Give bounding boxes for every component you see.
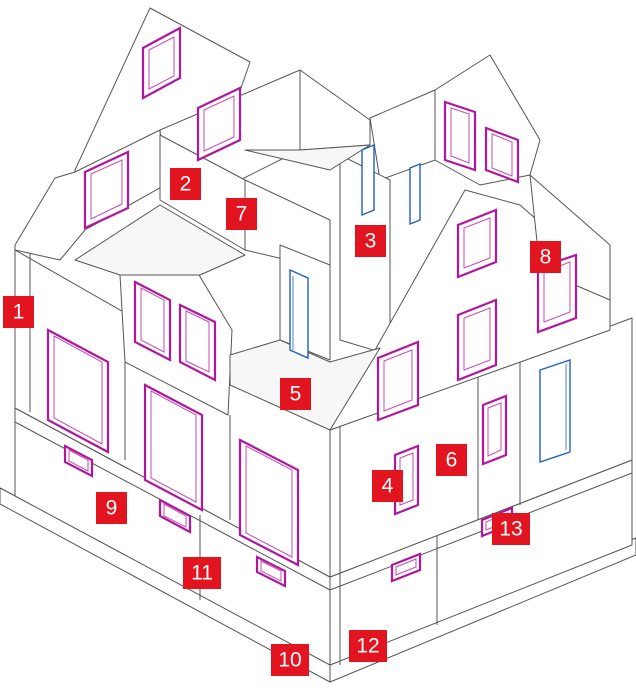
- label-6-text: 6: [446, 449, 458, 472]
- label-4-text: 4: [382, 475, 394, 498]
- door-icon: [361, 143, 375, 217]
- label-5: 5: [280, 378, 311, 410]
- window-icon: [456, 208, 498, 279]
- label-4: 4: [372, 470, 403, 502]
- window-icon: [46, 328, 110, 454]
- label-1: 1: [3, 296, 34, 328]
- label-11-text: 11: [191, 562, 213, 585]
- label-3: 3: [355, 225, 386, 257]
- window-icon: [390, 552, 422, 583]
- window-icon: [83, 150, 130, 230]
- window-icon: [536, 253, 578, 334]
- label-9-text: 9: [106, 497, 118, 520]
- window-icon: [255, 555, 287, 588]
- label-2: 2: [170, 168, 201, 200]
- label-9: 9: [96, 492, 127, 524]
- label-3-text: 3: [365, 230, 377, 253]
- window-icon: [141, 26, 182, 100]
- label-2-text: 2: [180, 173, 192, 196]
- window-icon: [238, 438, 300, 567]
- label-10: 10: [271, 644, 309, 676]
- window-icon: [456, 298, 498, 382]
- window-icon: [481, 394, 508, 466]
- doors: [289, 143, 571, 463]
- window-icon: [196, 86, 242, 162]
- part-labels: 1 2 3 4 5 6 7 8: [3, 168, 561, 676]
- window-icon: [178, 303, 217, 382]
- label-13-text: 13: [499, 518, 522, 541]
- label-12-text: 12: [356, 635, 379, 658]
- label-6: 6: [436, 444, 467, 476]
- window-icon: [143, 383, 204, 512]
- ground-floor: [14, 407, 633, 666]
- label-5-text: 5: [290, 383, 302, 406]
- door-icon: [289, 268, 309, 360]
- label-7-text: 7: [236, 203, 248, 226]
- label-7: 7: [226, 198, 257, 230]
- window-icon: [443, 100, 477, 172]
- window-icon: [133, 280, 172, 362]
- door-icon: [409, 162, 421, 226]
- label-8: 8: [530, 241, 561, 273]
- windows: [46, 26, 578, 588]
- window-icon: [376, 340, 420, 422]
- label-1-text: 1: [13, 301, 25, 324]
- label-10-text: 10: [278, 649, 301, 672]
- door-icon: [539, 359, 571, 463]
- window-icon: [484, 126, 520, 184]
- label-12: 12: [349, 630, 387, 662]
- window-icon: [393, 444, 420, 516]
- window-icon: [63, 444, 94, 478]
- label-11: 11: [183, 557, 221, 589]
- window-icon: [158, 498, 192, 534]
- label-13: 13: [492, 513, 530, 545]
- label-8-text: 8: [540, 246, 552, 269]
